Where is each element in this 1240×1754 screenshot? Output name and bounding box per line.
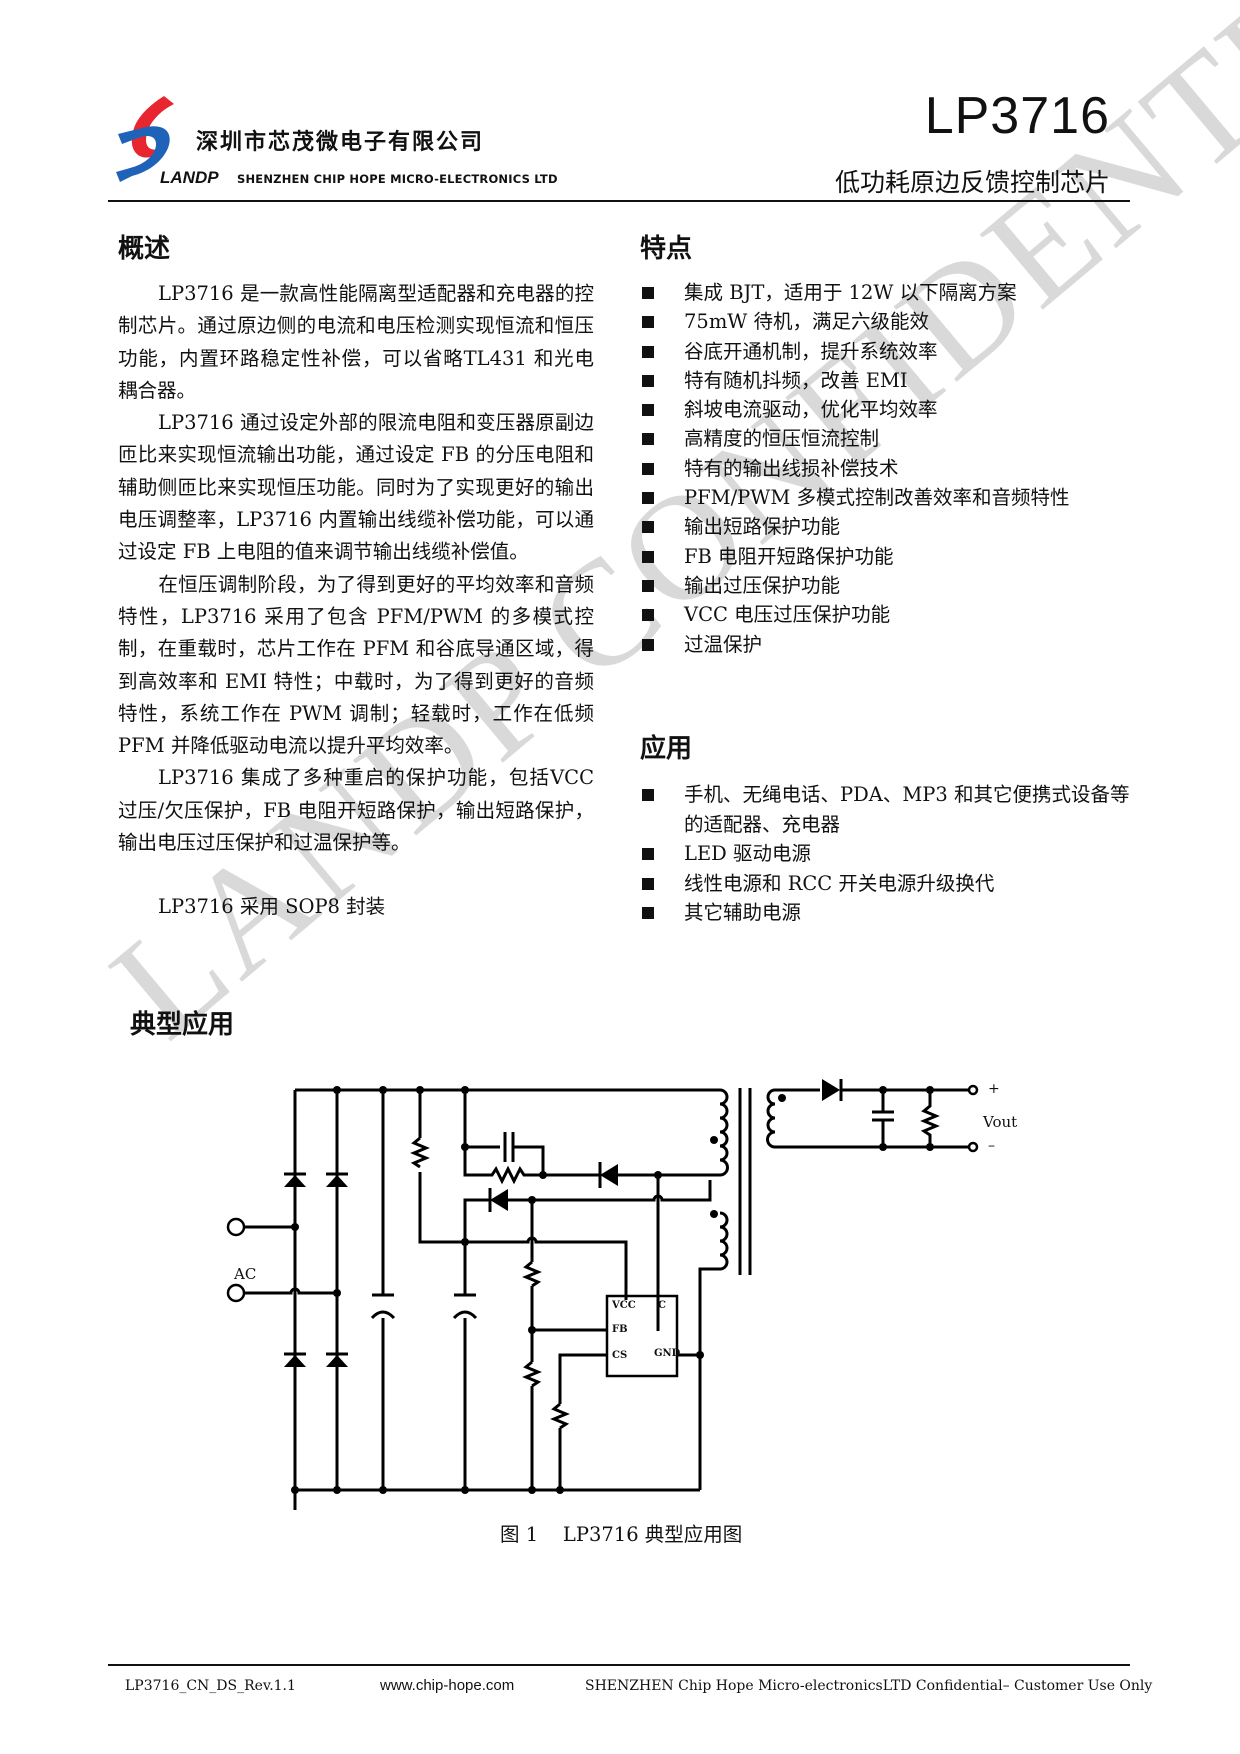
ic-pin-cs: CS	[612, 1350, 628, 1361]
bullet-square-icon	[642, 550, 654, 563]
vout-label: Vout	[983, 1113, 1018, 1131]
applications-list: 手机、无绳电话、PDA、MP3 和其它便携式设备等的适配器、充电器 LED 驱动…	[640, 780, 1130, 928]
feature-item: 谷底开通机制，提升系统效率	[640, 337, 1140, 366]
product-subtitle: 低功耗原边反馈控制芯片	[834, 168, 1110, 197]
company-name-cn: 深圳市芯茂微电子有限公司	[196, 130, 485, 155]
feature-item: 过温保护	[640, 630, 1140, 659]
ic-pin-vcc: VCC	[612, 1300, 636, 1311]
feature-item: 75mW 待机，满足六级能效	[640, 307, 1140, 336]
bullet-square-icon	[642, 579, 654, 592]
bullet-square-icon	[642, 316, 654, 329]
ic-pin-gnd: GND	[654, 1348, 681, 1359]
feature-item: FB 电阻开短路保护功能	[640, 542, 1140, 571]
vout-plus-label: +	[988, 1081, 1000, 1097]
application-item: LED 驱动电源	[640, 839, 1130, 869]
bullet-square-icon	[642, 877, 654, 890]
ic-pin-fb: FB	[612, 1324, 628, 1335]
feature-item: 特有随机抖频，改善 EMI	[640, 366, 1140, 395]
ic-pin-c: C	[658, 1300, 666, 1311]
bullet-square-icon	[642, 848, 654, 860]
feature-item: 集成 BJT，适用于 12W 以下隔离方案	[640, 278, 1140, 307]
overview-heading: 概述	[118, 234, 171, 264]
applications-heading: 应用	[640, 734, 693, 764]
application-item: 线性电源和 RCC 开关电源升级换代	[640, 869, 1130, 899]
feature-item: 斜坡电流驱动，优化平均效率	[640, 395, 1140, 424]
footer-doc-id: LP3716_CN_DS_Rev.1.1	[125, 1678, 296, 1694]
overview-paragraph: LP3716 是一款高性能隔离型适配器和充电器的控制芯片。通过原边侧的电流和电压…	[118, 282, 594, 402]
landp-logo-icon	[116, 96, 174, 182]
bullet-square-icon	[642, 404, 654, 417]
bullet-square-icon	[642, 638, 654, 651]
features-heading: 特点	[640, 234, 693, 264]
bullet-square-icon	[642, 287, 654, 299]
feature-item: PFM/PWM 多模式控制改善效率和音频特性	[640, 483, 1140, 512]
bullet-square-icon	[642, 345, 654, 358]
overview-body: LP3716 是一款高性能隔离型适配器和充电器的控制芯片。通过原边侧的电流和电压…	[118, 278, 594, 924]
company-name-en: SHENZHEN CHIP HOPE MICRO-ELECTRONICS LTD	[237, 172, 558, 186]
bullet-square-icon	[642, 433, 654, 446]
bullet-square-icon	[642, 609, 654, 622]
typical-application-heading: 典型应用	[130, 1010, 235, 1040]
bullet-square-icon	[642, 492, 654, 505]
overview-paragraph: 在恒压调制阶段，为了得到更好的平均效率和音频特性，LP3716 采用了包含 PF…	[118, 572, 594, 758]
header-divider	[108, 200, 1130, 202]
overview-paragraph: LP3716 通过设定外部的限流电阻和变压器原副边匝比来实现恒流输出功能，通过设…	[118, 411, 594, 564]
ac-label: AC	[234, 1265, 257, 1283]
circuit-diagram	[226, 1079, 979, 1531]
feature-item: 输出短路保护功能	[640, 512, 1140, 541]
bullet-square-icon	[642, 374, 654, 387]
bullet-square-icon	[642, 789, 654, 801]
footer-divider	[108, 1664, 1130, 1666]
footer-website[interactable]: www.chip-hope.com	[380, 1677, 515, 1694]
part-number: LP3716	[924, 87, 1110, 145]
typical-application-schematic: AC Vout + – VCC C FB CS GND	[220, 1070, 1120, 1531]
package-note: LP3716 采用 SOP8 封装	[158, 895, 386, 919]
company-logo	[112, 92, 190, 188]
vout-minus-label: –	[988, 1138, 995, 1154]
company-brand: LANDP	[160, 168, 219, 187]
overview-paragraph: LP3716 集成了多种重启的保护功能，包括VCC 过压/欠压保护，FB 电阻开…	[118, 766, 594, 855]
application-item: 其它辅助电源	[640, 898, 1130, 928]
footer-confidential-notice: SHENZHEN Chip Hope Micro-electronicsLTD …	[585, 1678, 1153, 1694]
application-item: 手机、无绳电话、PDA、MP3 和其它便携式设备等的适配器、充电器	[640, 780, 1130, 839]
feature-item: 特有的输出线损补偿技术	[640, 454, 1140, 483]
bullet-square-icon	[642, 521, 654, 534]
feature-item: 输出过压保护功能	[640, 571, 1140, 600]
figure-caption: 图 1 LP3716 典型应用图	[500, 1523, 743, 1546]
bullet-square-icon	[642, 907, 654, 919]
feature-item: VCC 电压过压保护功能	[640, 600, 1140, 629]
feature-item: 高精度的恒压恒流控制	[640, 424, 1140, 453]
bullet-square-icon	[642, 462, 654, 475]
features-list: 集成 BJT，适用于 12W 以下隔离方案 75mW 待机，满足六级能效 谷底开…	[640, 278, 1140, 659]
